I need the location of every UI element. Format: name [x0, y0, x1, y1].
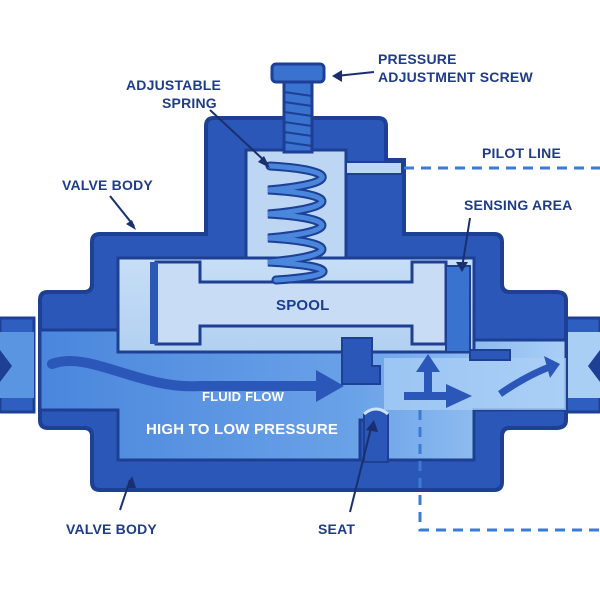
- pressure-adjustment-screw-label-2: ADJUSTMENT SCREW: [378, 69, 533, 85]
- valve-body-top-label: VALVE BODY: [62, 177, 153, 193]
- arrow-right-icon: [446, 384, 472, 408]
- screw-icon: [270, 62, 326, 154]
- low-pressure-zone: [384, 358, 566, 410]
- arrow-up-icon: [416, 354, 440, 372]
- sensing-line: [418, 410, 600, 532]
- inlet-pipe: [0, 316, 36, 414]
- arrow-icon: [544, 356, 560, 378]
- inlet-arrow-icon: [0, 350, 12, 382]
- sensing-area-label: SENSING AREA: [464, 197, 572, 213]
- adjustable-spring-label-2: SPRING: [162, 95, 217, 111]
- sensing-piston: [445, 265, 471, 353]
- pressure-adjustment-screw-label: PRESSURE: [378, 51, 457, 67]
- outlet-arrow-icon: [588, 350, 600, 382]
- curved-flow-arrow-icon: [47, 356, 325, 392]
- high-to-low-pressure-label: HIGH TO LOW PRESSURE: [146, 421, 338, 438]
- sensing-port: [469, 349, 511, 361]
- fluid-flow-label: FLUID FLOW: [202, 389, 285, 404]
- spool-label: SPOOL: [276, 297, 330, 314]
- arrow-right-icon: [316, 370, 344, 402]
- outlet-pipe: [564, 316, 600, 414]
- adjustable-spring-label: ADJUSTABLE: [126, 77, 221, 93]
- pilot-line: [345, 161, 600, 175]
- seat: [363, 408, 389, 463]
- leader-lines: [109, 70, 471, 513]
- spool-left-land: [150, 262, 158, 344]
- pilot-line-label: PILOT LINE: [482, 145, 561, 161]
- spool-plug: [341, 337, 381, 385]
- flow-arrows: [47, 354, 560, 408]
- valve-body-bottom-label: VALVE BODY: [66, 521, 157, 537]
- spring-icon: [265, 161, 328, 285]
- seat-label: SEAT: [318, 521, 355, 537]
